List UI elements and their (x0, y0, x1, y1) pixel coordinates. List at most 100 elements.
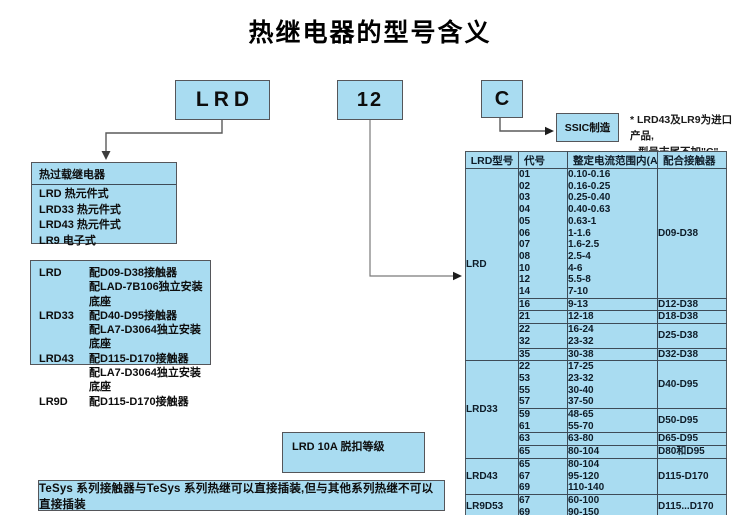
model-box-c-label: C (494, 87, 510, 110)
pairing-row: 配LA7-D3064独立安装底座 (39, 323, 210, 352)
pairing-row: LRD33 配D40-D95接触器 (39, 309, 210, 323)
cell-current-range: 5.5-8 (567, 274, 658, 287)
cell-contactor: D50-D95 (657, 408, 727, 433)
cell-current-range: 1-1.6 (567, 227, 658, 240)
cell-current-range: 1.6-2.5 (567, 239, 658, 251)
note-line-1: * LRD43及LR9为进口产品, (630, 114, 733, 142)
pairing-desc: 配LAD-7B106独立安装底座 (89, 281, 203, 308)
cell-contactor: D25-D38 (657, 323, 727, 349)
cell-contactor: D18-D38 (657, 310, 727, 324)
cell-current-range: 90-150 (567, 506, 658, 515)
cell-code: 02 (518, 180, 568, 193)
cell-code: 59 (518, 408, 568, 421)
tesys-note-label: TeSys 系列接触器与TeSys 系列热继可以直接插装,但与其他系列热继不可以… (39, 482, 434, 511)
cell-current-range: 23-32 (567, 372, 658, 385)
cell-contactor: D65-D95 (657, 432, 727, 446)
cell-code: 07 (518, 239, 568, 251)
pairing-model: LRD33 (39, 309, 74, 322)
pairing-model (39, 323, 89, 352)
table-header-cell: 配合接触器 (657, 151, 727, 169)
cell-code: 57 (518, 396, 568, 409)
cell-code: 65 (518, 457, 568, 471)
cell-code: 16 (518, 297, 568, 311)
model-box-c: C (481, 80, 523, 118)
cell-current-range: 2.5-4 (567, 250, 658, 263)
arrow-12-to-table (369, 120, 462, 281)
cell-current-range: 0.16-0.25 (567, 180, 658, 193)
cell-model: LRD33 (465, 360, 519, 459)
cell-current-range: 9-13 (567, 297, 658, 311)
cell-contactor: D115-D170 (657, 457, 727, 495)
cell-code: 03 (518, 192, 568, 205)
cell-current-range: 63-80 (567, 432, 658, 446)
cell-code: 06 (518, 227, 568, 240)
cell-code: 53 (518, 372, 568, 385)
cell-contactor: D80和D95 (657, 445, 727, 459)
table-header-cell: LRD型号 (465, 151, 519, 169)
cell-contactor: D115...D170 (657, 493, 727, 515)
pairing-desc: 配D115-D170接触器 (89, 395, 189, 408)
cell-code: 67 (518, 493, 568, 507)
cell-code: 67 (518, 470, 568, 483)
cell-current-range: 37-50 (567, 396, 658, 409)
cell-contactor: D40-D95 (657, 360, 727, 409)
cell-code: 69 (518, 482, 568, 495)
relay-type-item: LRD 热元件式 (39, 188, 109, 200)
trip-class-box: LRD 10A 脱扣等级 (282, 432, 425, 473)
relay-type-item: LR9 电子式 (39, 234, 96, 247)
cell-code: 65 (518, 445, 568, 459)
cell-current-range: 30-40 (567, 384, 658, 397)
cell-code: 21 (518, 310, 568, 324)
relay-type-title: 热过载继电器 (32, 163, 176, 185)
cell-contactor: D09-D38 (657, 168, 727, 299)
cell-current-range: 110-140 (567, 482, 658, 495)
ssic-label: SSIC制造 (564, 122, 611, 134)
pairing-desc: 配D40-D95接触器 (89, 309, 178, 322)
ssic-box: SSIC制造 (556, 113, 619, 142)
cell-current-range: 80-104 (567, 457, 658, 471)
cell-current-range: 0.63-1 (567, 215, 658, 228)
cell-code: 69 (518, 506, 568, 515)
cell-current-range: 55-70 (567, 420, 658, 433)
cell-model: LR9D53 (465, 493, 519, 515)
cell-current-range: 0.40-0.63 (567, 204, 658, 216)
cell-current-range: 30-38 (567, 347, 658, 361)
cell-code: 05 (518, 215, 568, 228)
cell-current-range: 17-25 (567, 360, 658, 373)
cell-code: 04 (518, 204, 568, 216)
cell-code: 12 (518, 274, 568, 287)
table-header-cell: 整定电流范围内(A) (567, 151, 658, 169)
table-header-row: LRD型号代号整定电流范围内(A)配合接触器 (465, 151, 727, 169)
cell-current-range: 80-104 (567, 445, 658, 459)
pairing-desc: 配D09-D38接触器 (89, 267, 178, 279)
pairing-row: 配LA7-D3064独立安装底座 (39, 366, 210, 395)
cell-code: 32 (518, 335, 568, 349)
cell-model: LRD43 (465, 457, 519, 495)
pairing-model: LRD43 (39, 352, 74, 365)
